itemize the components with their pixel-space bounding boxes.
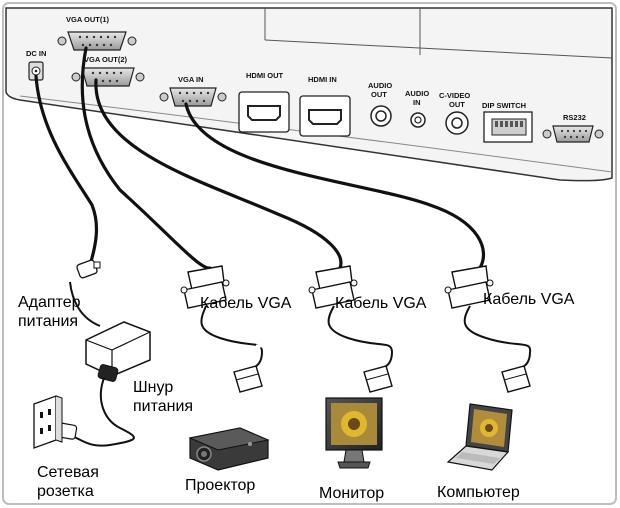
dip-switch-port	[483, 111, 533, 143]
label-vga-out2: VGA OUT(2)	[84, 55, 128, 64]
label-adapter-1: Адаптер	[18, 294, 81, 311]
audio-out-port	[370, 105, 392, 127]
laptop-icon	[446, 403, 513, 471]
label-audio-out-2: OUT	[371, 90, 387, 99]
vga-cable-1	[180, 265, 270, 393]
hdmi-out-port	[238, 91, 290, 133]
monitor-icon	[325, 397, 383, 469]
label-cord-2: питания	[133, 398, 194, 415]
label-projector: Проектор	[185, 477, 256, 494]
label-computer: Компьютер	[437, 484, 520, 501]
label-rs232: RS232	[563, 113, 586, 122]
label-audio-in-2: IN	[413, 98, 421, 107]
cables	[34, 46, 485, 270]
vga-out1-port	[57, 31, 137, 51]
label-dip-switch: DIP SWITCH	[482, 101, 526, 110]
dc-cable	[34, 74, 99, 267]
projector-icon	[188, 427, 270, 471]
cvideo-out-port	[445, 111, 469, 135]
label-vga-out1: VGA OUT(1)	[66, 15, 110, 24]
label-vga-cable-1: Кабель VGA	[200, 295, 292, 312]
label-outlet-1: Сетевая	[37, 464, 99, 481]
vga-cable-2	[308, 265, 393, 393]
label-audio-out-1: AUDIO	[368, 81, 392, 90]
label-hdmi-out: HDMI OUT	[246, 71, 283, 80]
device-back-panel	[5, 7, 613, 182]
vga-in-cable	[184, 102, 485, 270]
label-vga-cable-3: Кабель VGA	[483, 291, 575, 308]
vga-cable-3	[444, 265, 532, 393]
power-adapter	[69, 281, 151, 382]
power-cord	[54, 377, 135, 447]
audio-in-port	[410, 112, 426, 128]
rs232-port	[542, 125, 604, 143]
label-cord-1: Шнур	[133, 379, 174, 396]
label-dc-in: DC IN	[26, 49, 46, 58]
label-cvideo-out-1: C-VIDEO	[439, 91, 470, 100]
label-outlet-2: розетка	[37, 483, 94, 500]
wall-outlet	[33, 395, 63, 449]
vga-in-port	[159, 87, 227, 107]
dc-plug	[76, 259, 101, 279]
label-hdmi-in: HDMI IN	[308, 75, 337, 84]
vga-out2-cable	[94, 78, 343, 270]
label-adapter-2: питания	[18, 313, 79, 330]
label-cvideo-out-2: OUT	[449, 100, 465, 109]
label-monitor: Монитор	[319, 485, 385, 502]
hdmi-in-port	[299, 95, 351, 137]
label-audio-in-1: AUDIO	[405, 89, 429, 98]
vga-out1-cable	[80, 46, 212, 270]
label-vga-cable-2: Кабель VGA	[335, 295, 427, 312]
label-vga-in: VGA IN	[178, 75, 204, 84]
